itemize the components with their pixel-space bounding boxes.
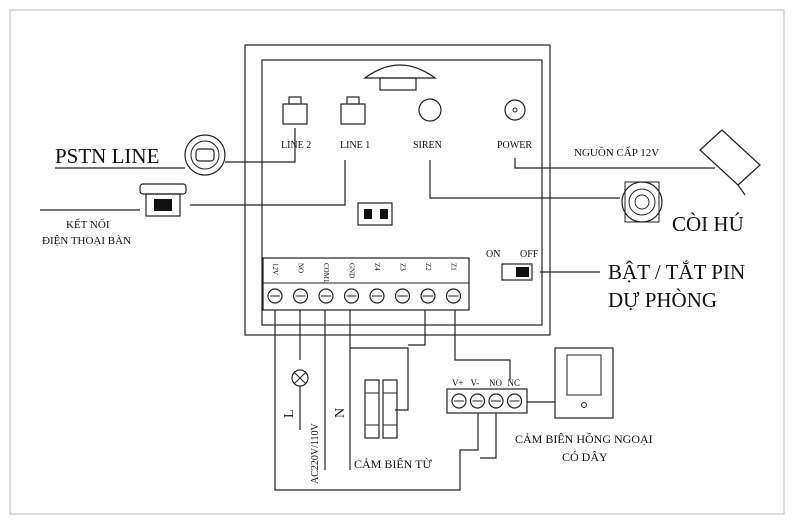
z2-wire — [408, 310, 426, 346]
battery-connector-icon — [357, 202, 393, 226]
pir-terminal-label: NO — [489, 378, 502, 388]
pir-sensor-icon — [554, 347, 614, 419]
magnetic-sensor-label: CẢM BIẾN TỪ — [354, 456, 432, 471]
battery-switch — [501, 263, 533, 281]
pir-label-2: CÓ DÂY — [562, 450, 608, 464]
terminal-label-z3: Z3 — [399, 263, 407, 271]
power-supply-label: NGUỒN CẤP 12V — [574, 146, 659, 159]
terminal-label-z4: Z4 — [373, 263, 381, 271]
siren-icon — [621, 181, 663, 223]
terminal-screw-icon — [343, 288, 360, 304]
pir-terminal-label: V+ — [452, 378, 464, 388]
siren-label: CÒI HÚ — [672, 212, 744, 236]
power-jack-icon — [504, 99, 526, 121]
terminal-screw-icon — [292, 288, 309, 304]
phone-wire — [190, 160, 346, 206]
pir-wire-2 — [480, 413, 497, 459]
panel-inner — [261, 59, 543, 326]
line1-label: LINE 1 — [340, 140, 370, 151]
pir-screw-icon — [451, 393, 467, 409]
magnetic-sensor-icon — [364, 379, 398, 439]
pir-screw-icon — [469, 393, 486, 409]
terminal-screw-icon — [369, 288, 385, 304]
battery-toggle-label-2: DỰ PHÒNG — [608, 288, 717, 312]
home-phone-label-2: ĐIỆN THOẠI BÀN — [42, 235, 131, 247]
terminal-label-12v: 12V — [271, 263, 279, 275]
switch-off-label: OFF — [520, 249, 539, 260]
siren-wire — [429, 160, 620, 199]
terminal-label-z2: Z2 — [424, 263, 432, 271]
terminal-group: 12V NO COM1 GND Z4 Z3 Z2 Z1 — [267, 263, 462, 304]
pstn-line-label: PSTN LINE — [55, 144, 159, 168]
home-phone-label-1: KẾT NỐI — [66, 218, 110, 231]
terminal-screw-icon — [394, 288, 411, 304]
pir-screw-icon — [488, 393, 504, 409]
outer-frame — [9, 9, 785, 515]
pir-terminal-block — [446, 388, 528, 414]
pir-screw-icon — [506, 393, 523, 409]
terminal-label-no: NO — [297, 263, 305, 273]
power-wire — [514, 158, 715, 169]
home-phone-icon — [139, 183, 187, 217]
pir-terminal-label: NC — [508, 378, 521, 388]
ac-wire-outer — [274, 310, 461, 491]
power-adapter-icon — [699, 129, 761, 196]
switch-on-label: ON — [486, 249, 500, 260]
pir-terminal-group: V+ V- NO NC — [451, 378, 523, 409]
panel-box — [244, 44, 551, 336]
siren-port-label: SIREN — [413, 140, 442, 151]
pir-terminal-label: V- — [471, 378, 480, 388]
sensor-loop — [350, 347, 409, 411]
pir-label-1: CẢM BIẾN HỒNG NGOẠI — [515, 431, 653, 446]
power-port-label: POWER — [497, 140, 532, 151]
terminal-screw-icon — [267, 288, 283, 304]
speaker-icon — [363, 64, 437, 91]
terminal-label-com1: COM1 — [322, 263, 330, 283]
battery-toggle-label-1: BẬT / TẮT PIN — [608, 260, 745, 284]
terminal-label-gnd: GND — [348, 263, 356, 278]
terminal-screw-icon — [420, 288, 436, 304]
ac-voltage-label: AC220V/110V — [310, 422, 321, 484]
z1-wire — [454, 310, 511, 380]
terminal-block — [262, 257, 470, 311]
terminal-screw-icon — [318, 288, 334, 304]
neutral-label: N — [333, 408, 348, 418]
line1-jack-icon — [340, 96, 366, 125]
pstn-jack-icon — [184, 134, 226, 176]
pstn-wire — [225, 128, 296, 163]
terminal-label-z1: Z1 — [450, 263, 458, 271]
pir-wire-1 — [459, 413, 479, 480]
live-label: L — [282, 409, 297, 418]
lamp-icon — [291, 369, 309, 387]
line2-label: LINE 2 — [281, 140, 311, 151]
line2-jack-icon — [282, 96, 308, 125]
siren-jack-icon — [418, 98, 442, 122]
terminal-screw-icon — [445, 288, 462, 304]
